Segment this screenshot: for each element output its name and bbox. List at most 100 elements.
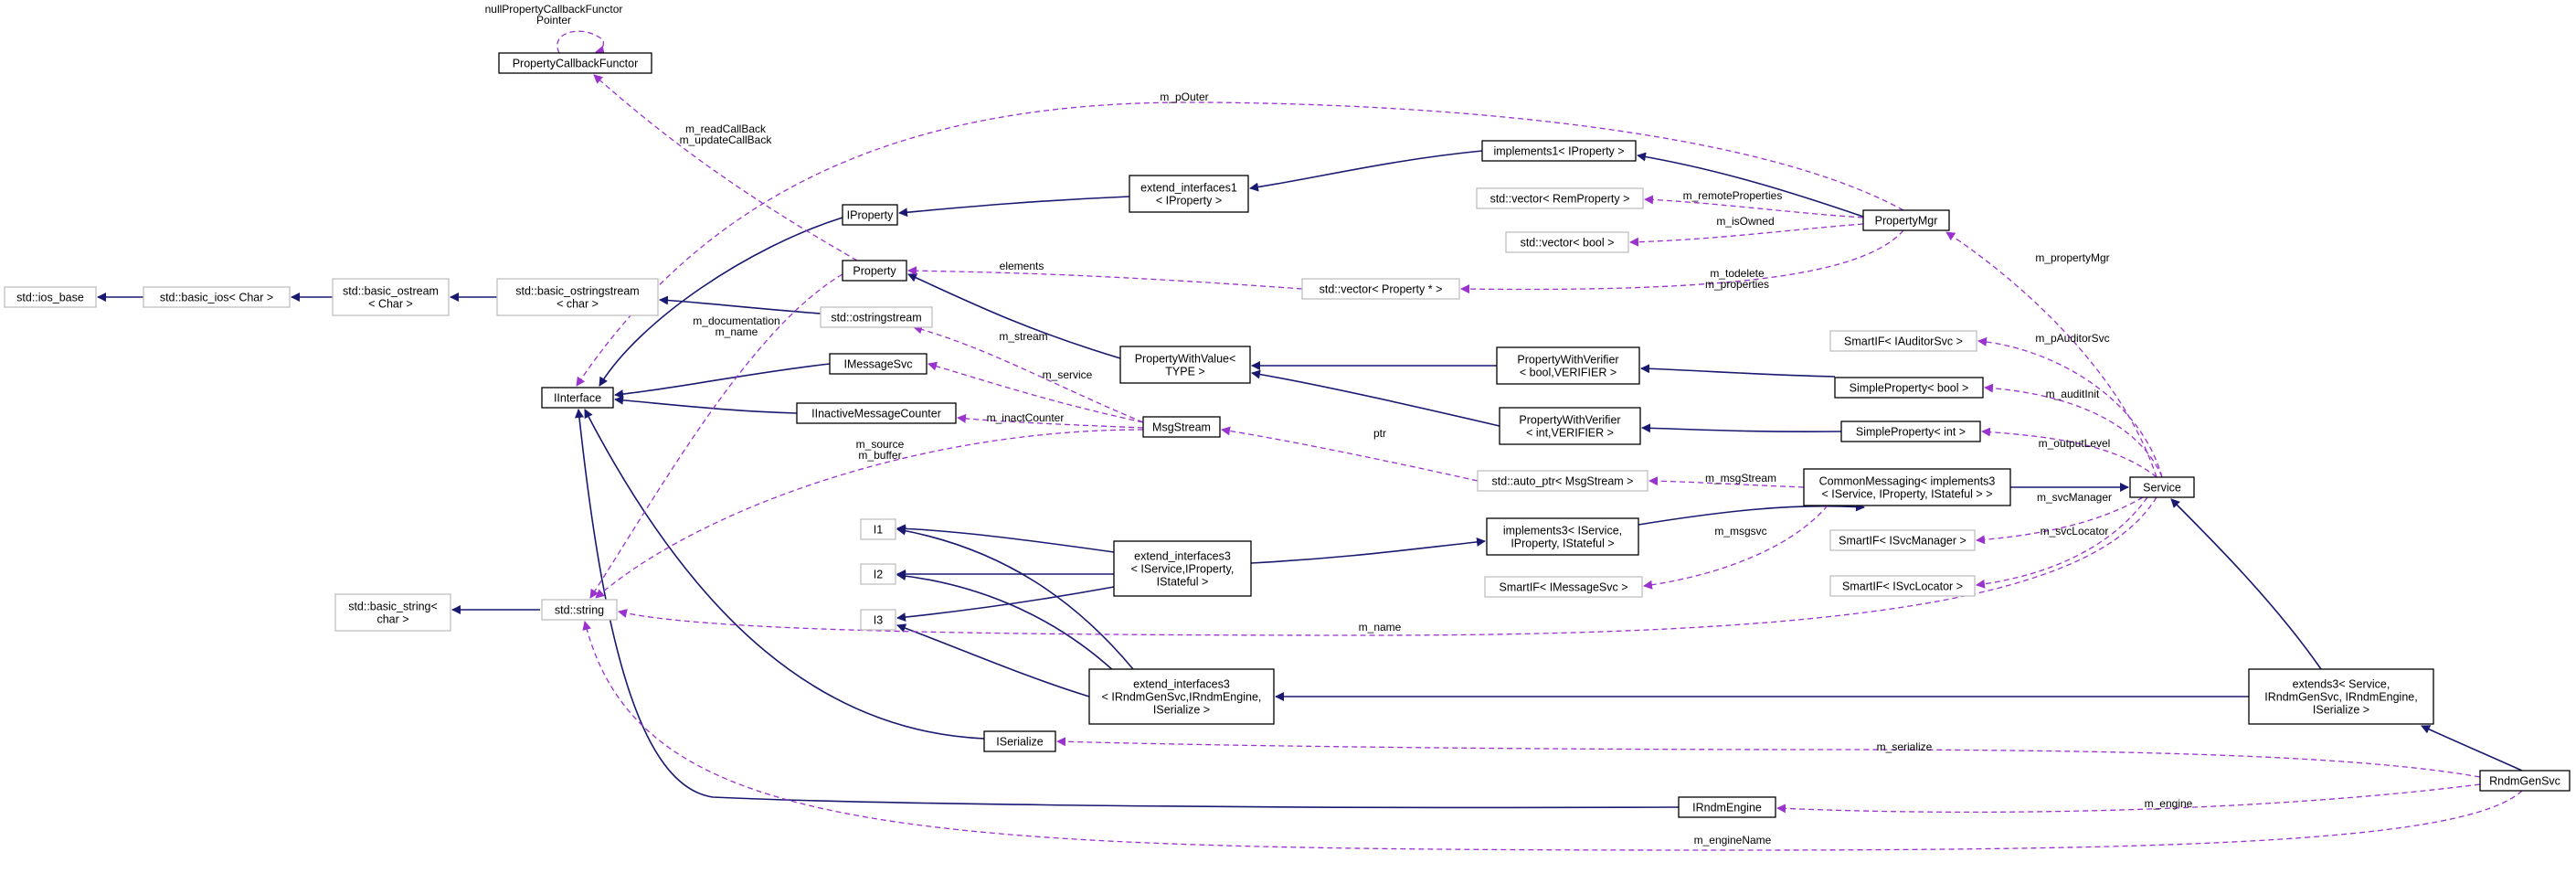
edge-spbool-to-pwvbool bbox=[1640, 364, 1836, 378]
edge-label-readcb: m_readCallBack bbox=[685, 122, 767, 135]
node-box bbox=[2479, 770, 2571, 792]
node-label-line: implements1< IProperty > bbox=[1493, 145, 1624, 158]
extend-interfaces1-node[interactable]: extend_interfaces1< IProperty > bbox=[1129, 175, 1249, 213]
propertymgr-node[interactable]: PropertyMgr bbox=[1862, 209, 1950, 231]
iserialize-node[interactable]: ISerialize bbox=[983, 730, 1056, 752]
edge-propmgr-to-vecprop bbox=[1460, 229, 1904, 294]
node-box bbox=[829, 353, 928, 375]
vector-property-node[interactable]: std::vector< Property * > bbox=[1301, 278, 1460, 300]
i2-node[interactable]: I2 bbox=[860, 563, 896, 585]
node-label-line: CommonMessaging< implements3 bbox=[1819, 475, 1996, 488]
smartif-imessagesvc-node[interactable]: SmartIF< IMessageSvc > bbox=[1484, 576, 1643, 598]
node-box bbox=[2248, 668, 2434, 725]
vector-bool-node[interactable]: std::vector< bool > bbox=[1505, 231, 1629, 253]
node-box bbox=[1113, 540, 1252, 597]
node-label-line: PropertyMgr bbox=[1875, 215, 1938, 228]
rndmgensvc-node[interactable]: RndmGenSvc bbox=[2479, 770, 2571, 792]
iinterface-node[interactable]: IInterface bbox=[541, 387, 614, 409]
edge-irndmengine-to-iinterface bbox=[574, 409, 1680, 809]
smartif-isvcmanager-node[interactable]: SmartIF< ISvcManager > bbox=[1829, 529, 1976, 551]
edge-ext3b-to-i1 bbox=[896, 526, 1134, 670]
node-label-line: std::vector< bool > bbox=[1521, 237, 1615, 250]
node-box bbox=[4, 286, 97, 308]
msgstream-node[interactable]: MsgStream bbox=[1142, 416, 1221, 438]
iinactive-message-counter-node[interactable]: IInactiveMessageCounter bbox=[796, 402, 957, 424]
node-box bbox=[1496, 346, 1640, 385]
std-string-node[interactable]: std::string bbox=[541, 599, 618, 621]
node-label-line: implements3< IService, bbox=[1503, 525, 1622, 538]
extend-interfaces3-rndm-node[interactable]: extend_interfaces3< IRndmGenSvc,IRndmEng… bbox=[1088, 668, 1275, 725]
node-label-line: SmartIF< IAuditorSvc > bbox=[1844, 335, 1963, 348]
node-box bbox=[860, 563, 896, 585]
common-messaging-node[interactable]: CommonMessaging< implements3< IService, … bbox=[1803, 468, 2011, 506]
auto-ptr-msgstream-node[interactable]: std::auto_ptr< MsgStream > bbox=[1477, 470, 1648, 492]
std-ostringstream-node[interactable]: std::ostringstream bbox=[820, 306, 933, 328]
imessagesvc-node[interactable]: IMessageSvc bbox=[829, 353, 928, 375]
node-label-line: std::vector< RemProperty > bbox=[1490, 193, 1630, 206]
std-basic-ostringstream-node[interactable]: std::basic_ostringstream< char > bbox=[496, 278, 659, 316]
property-with-verifier-bool-node[interactable]: PropertyWithVerifier< bool,VERIFIER > bbox=[1496, 346, 1640, 385]
edge-ext3a-to-i1 bbox=[896, 524, 1115, 553]
smartif-isvclocator-node[interactable]: SmartIF< ISvcLocator > bbox=[1829, 575, 1976, 597]
edge-service-to-spbool bbox=[1984, 383, 2163, 478]
edge-commsg-to-simsgsvc bbox=[1643, 505, 1829, 590]
node-label-line: IRndmEngine bbox=[1692, 802, 1762, 814]
node-box bbox=[1803, 468, 2011, 506]
property-node[interactable]: Property bbox=[842, 260, 907, 282]
edge-label-auditinit: m_auditInit bbox=[2046, 388, 2100, 400]
edge-msgstream-to-iinactive bbox=[957, 413, 1144, 429]
iproperty-node[interactable]: IProperty bbox=[842, 204, 898, 226]
edge-label-svcmanager: m_svcManager bbox=[2037, 491, 2112, 504]
node-box bbox=[1862, 209, 1950, 231]
implements3-node[interactable]: implements3< IService,IProperty, IStatef… bbox=[1486, 517, 1639, 556]
property-with-verifier-int-node[interactable]: PropertyWithVerifier< int,VERIFIER > bbox=[1499, 407, 1641, 445]
i1-node[interactable]: I1 bbox=[860, 518, 896, 540]
node-label-line: IMessageSvc bbox=[843, 358, 912, 371]
std-ios-base-node[interactable]: std::ios_base bbox=[4, 286, 97, 308]
edge-propmgr-to-iinterface bbox=[576, 101, 1904, 387]
i3-node[interactable]: I3 bbox=[860, 609, 896, 631]
edge-ext3a-to-impl3 bbox=[1250, 537, 1486, 564]
node-box bbox=[1834, 377, 1984, 399]
node-label-line: std::ostringstream bbox=[831, 312, 921, 325]
implements1-node[interactable]: implements1< IProperty > bbox=[1481, 140, 1637, 162]
node-box bbox=[1678, 796, 1776, 818]
edge-label-readcb: m_updateCallBack bbox=[680, 133, 773, 146]
node-label-line: < int,VERIFIER > bbox=[1526, 427, 1614, 440]
edge-rndmgensvc-to-extends3 bbox=[2421, 725, 2523, 772]
service-node[interactable]: Service bbox=[2129, 476, 2195, 498]
extend-interfaces3-service-node[interactable]: extend_interfaces3< IService,IProperty,I… bbox=[1113, 540, 1252, 597]
node-box bbox=[1486, 517, 1639, 556]
std-basic-string-node[interactable]: std::basic_string<char > bbox=[334, 593, 451, 632]
node-label-line: char > bbox=[376, 613, 408, 626]
node-box bbox=[860, 609, 896, 631]
edge-vecprop-to-property bbox=[907, 266, 1303, 290]
property-callback-functor-node[interactable]: PropertyCallbackFunctor bbox=[498, 52, 652, 74]
node-box bbox=[820, 306, 933, 328]
simple-property-int-node[interactable]: SimpleProperty< int > bbox=[1840, 421, 1981, 442]
node-label-line: Property bbox=[853, 265, 896, 278]
node-box bbox=[1499, 407, 1641, 445]
smartif-iauditorsvc-node[interactable]: SmartIF< IAuditorSvc > bbox=[1829, 330, 1977, 352]
edge-service-to-spint bbox=[1981, 427, 2157, 478]
std-basic-ios-node[interactable]: std::basic_ios< Char > bbox=[143, 286, 291, 308]
extends3-service-node[interactable]: extends3< Service,IRndmGenSvc, IRndmEngi… bbox=[2248, 668, 2434, 725]
edge-label-propmgrlbl: m_propertyMgr bbox=[2035, 251, 2109, 264]
simple-property-bool-node[interactable]: SimpleProperty< bool > bbox=[1834, 377, 1984, 399]
property-with-value-node[interactable]: PropertyWithValue<TYPE > bbox=[1119, 346, 1251, 384]
node-box bbox=[1829, 575, 1976, 597]
vector-remproperty-node[interactable]: std::vector< RemProperty > bbox=[1476, 187, 1644, 209]
node-box bbox=[1829, 529, 1976, 551]
node-box bbox=[1142, 416, 1221, 438]
std-basic-ostream-node[interactable]: std::basic_ostream< Char > bbox=[332, 278, 450, 316]
node-label-line: std::basic_ios< Char > bbox=[160, 292, 273, 304]
node-label-line: IInactiveMessageCounter bbox=[811, 408, 941, 421]
irndmengine-node[interactable]: IRndmEngine bbox=[1678, 796, 1776, 818]
edge-spint-to-pwvint bbox=[1641, 423, 1842, 433]
node-label-line: std::basic_string< bbox=[348, 601, 438, 613]
node-box bbox=[498, 52, 652, 74]
node-box bbox=[143, 286, 291, 308]
node-label-line: MsgStream bbox=[1152, 421, 1211, 434]
edge-label-enginename: m_engineName bbox=[1694, 834, 1772, 846]
edge-rndmgensvc-to-irndmengine bbox=[1776, 783, 2481, 814]
